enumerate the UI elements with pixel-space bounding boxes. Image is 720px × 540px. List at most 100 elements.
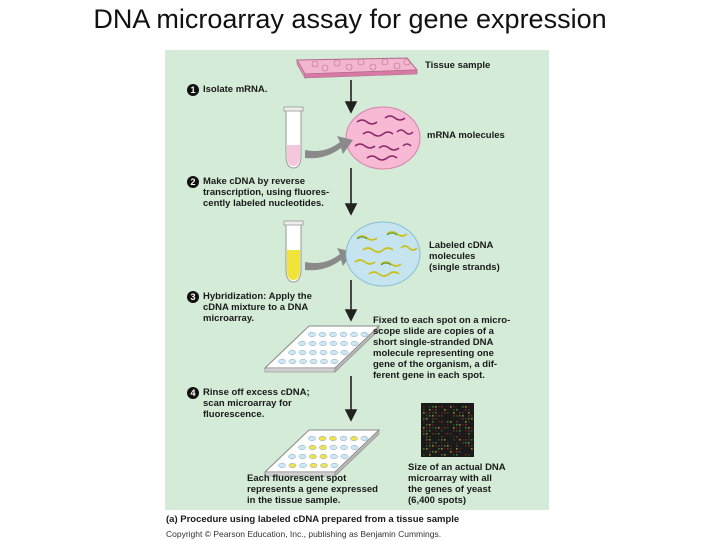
microarray-dot (441, 448, 443, 450)
figure-caption: (a) Procedure using labeled cDNA prepare… (166, 514, 460, 525)
array-spot (308, 332, 316, 337)
microarray-dot (459, 427, 461, 429)
microarray-dot (435, 418, 437, 420)
microarray-dot (453, 439, 455, 441)
microarray-dot (447, 421, 449, 423)
microarray-dot (429, 412, 431, 414)
array-spot (340, 454, 349, 459)
array-spot (360, 436, 369, 441)
microarray-dot (450, 421, 452, 423)
microarray-dot (429, 406, 431, 408)
array-spot (319, 341, 327, 346)
microarray-dot (462, 442, 464, 444)
microarray-slide-blank (263, 325, 381, 373)
microarray-dot (459, 430, 461, 432)
microarray-dot (468, 433, 470, 435)
microarray-dot (447, 409, 449, 411)
microarray-dot (435, 409, 437, 411)
microarray-dot (468, 436, 470, 438)
microarray-dot (423, 409, 425, 411)
microarray-dot (423, 430, 425, 432)
cdna-label: Labeled cDNA molecules (single strands) (429, 240, 500, 273)
microarray-dot (438, 448, 440, 450)
flow-arrows (344, 80, 358, 422)
transfer-arrow-2 (305, 248, 353, 271)
microarray-dot (465, 442, 467, 444)
microarray-dot (423, 421, 425, 423)
array-spot (288, 454, 296, 459)
microarray-dot (456, 436, 458, 438)
microarray-dot (453, 454, 455, 456)
step-1-number: 1 (187, 84, 199, 96)
fluorescent-spot (320, 463, 328, 468)
array-spot (288, 350, 296, 355)
microarray-dot (465, 439, 467, 441)
microarray-dot (441, 454, 443, 456)
microarray-dot (471, 448, 473, 450)
microarray-dot (444, 448, 446, 450)
microarray-dot (459, 439, 461, 441)
array-spot (350, 341, 359, 346)
microarray-dot (453, 409, 455, 411)
microarray-dot (471, 445, 473, 447)
microarray-dot (438, 433, 440, 435)
array-spot (330, 350, 338, 355)
microarray-dot (426, 424, 428, 426)
microarray-dot (468, 439, 470, 441)
microarray-dot (441, 445, 443, 447)
microarray-dot (447, 442, 449, 444)
microarray-dot (453, 406, 455, 408)
microarray-dot (444, 427, 446, 429)
fluorescent-spot (308, 445, 317, 450)
microarray-dot (438, 421, 440, 423)
microarray-dot (444, 445, 446, 447)
microarray-dot (471, 427, 473, 429)
microarray-dot (462, 418, 464, 420)
cdna-test-tube (283, 220, 304, 283)
microarray-dot (435, 427, 437, 429)
copyright-notice: Copyright © Pearson Education, Inc., pub… (166, 529, 442, 539)
microarray-dot (438, 415, 440, 417)
microarray-dot (426, 439, 428, 441)
microarray-dot (459, 451, 461, 453)
microarray-dot (435, 430, 437, 432)
array-spot (360, 332, 369, 337)
tissue-sample-label: Tissue sample (425, 60, 491, 71)
microarray-dot (471, 415, 473, 417)
array-spot (309, 350, 317, 355)
microarray-dot (453, 427, 455, 429)
microarray-dot (432, 427, 434, 429)
microarray-dot (465, 445, 467, 447)
fluorescent-spot (288, 463, 297, 468)
microarray-dot (426, 418, 428, 420)
microarray-dot (450, 433, 452, 435)
microarray-dot (453, 430, 455, 432)
microarray-dot (468, 406, 470, 408)
microarray-dot (426, 433, 428, 435)
microarray-dot (444, 412, 446, 414)
microarray-dot (444, 439, 446, 441)
array-spot (340, 350, 349, 355)
array-spot (298, 445, 306, 450)
microarray-dot (465, 424, 467, 426)
actual-microarray-note: Size of an actual DNA microarray with al… (408, 462, 506, 506)
array-spot (350, 332, 358, 337)
microarray-dot (450, 448, 452, 450)
microarray-dot (459, 424, 461, 426)
microarray-dot (468, 430, 470, 432)
microarray-dot (432, 418, 434, 420)
microarray-dot (429, 451, 431, 453)
microarray-dot (456, 448, 458, 450)
array-spot (278, 359, 286, 364)
microarray-dot (447, 424, 449, 426)
microarray-dot (432, 421, 434, 423)
microarray-dot (453, 412, 455, 414)
microarray-dot (447, 412, 449, 414)
mrna-molecules-graphic (345, 106, 421, 170)
microarray-dot (435, 445, 437, 447)
microarray-dot (432, 433, 434, 435)
array-spot (330, 454, 338, 459)
microarray-dot (435, 451, 437, 453)
